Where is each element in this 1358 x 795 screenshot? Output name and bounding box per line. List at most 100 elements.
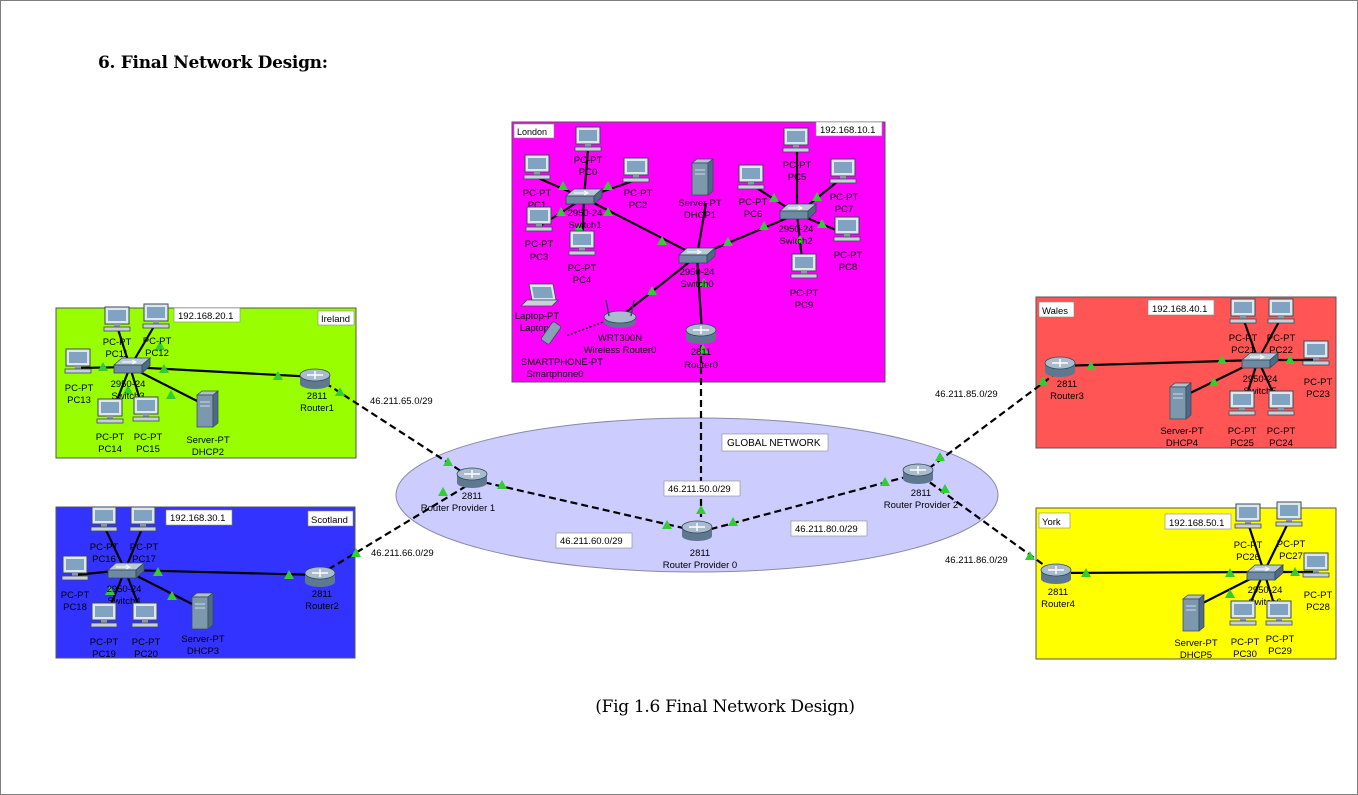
switch-3[interactable]: 2950-24 Switch3: [111, 357, 151, 402]
router-provider-1[interactable]: 2811 Router Provider 1: [421, 467, 495, 514]
server-dhcp2[interactable]: Server-PT DHCP2: [186, 390, 230, 458]
svg-text:PC25: PC25: [1230, 438, 1254, 449]
svg-text:Server-PT: Server-PT: [1174, 638, 1217, 649]
svg-text:PC-PT: PC-PT: [103, 337, 132, 348]
wireless-router-0[interactable]: WRT300N Wireless Router0: [584, 299, 657, 356]
switch-2[interactable]: 2950-24 Switch2: [779, 203, 817, 247]
svg-text:Wireless Router0: Wireless Router0: [584, 345, 657, 356]
pc-icon: [574, 126, 602, 152]
server-dhcp3[interactable]: Server-PT DHCP3: [181, 592, 225, 657]
router-provider-2[interactable]: 2811 Router Provider 2: [884, 463, 958, 511]
region-label-wales: Wales: [1042, 306, 1068, 317]
svg-text:Switch0: Switch0: [680, 279, 713, 290]
router-icon: [1044, 356, 1076, 378]
router-1[interactable]: 2811 Router1: [299, 368, 334, 414]
svg-text:PC-PT: PC-PT: [1234, 540, 1263, 551]
svg-text:PC21: PC21: [1231, 345, 1255, 356]
switch-5[interactable]: 2950-24 Switch5: [1241, 352, 1279, 397]
svg-text:Server-PT: Server-PT: [181, 634, 224, 645]
switch-4[interactable]: 2950-24 Switch4: [107, 562, 145, 607]
wireless-router-icon: [603, 299, 637, 328]
svg-text:Switch4: Switch4: [107, 596, 140, 607]
svg-text:PC23: PC23: [1306, 389, 1330, 400]
svg-text:PC20: PC20: [134, 649, 158, 660]
server-icon: [191, 592, 214, 630]
global-network-label: GLOBAL NETWORK: [727, 438, 821, 449]
router-2[interactable]: 2811 Router2: [304, 566, 339, 612]
pc-icon: [1302, 552, 1330, 578]
switch-0[interactable]: 2950-24 Switch0: [678, 247, 716, 290]
router-0[interactable]: 2811 Router0: [684, 323, 718, 371]
svg-text:PC8: PC8: [839, 262, 857, 273]
pc-icon: [1228, 390, 1256, 416]
subnet-label-scotland: 192.168.30.1: [170, 513, 225, 524]
subnet-label-london: 192.168.10.1: [820, 125, 875, 136]
server-dhcp5[interactable]: Server-PT DHCP5: [1174, 594, 1218, 661]
svg-text:Laptop-PT: Laptop-PT: [515, 311, 560, 322]
pc-icon: [1267, 298, 1295, 324]
svg-text:PC26: PC26: [1236, 552, 1260, 563]
svg-text:2950-24: 2950-24: [107, 584, 142, 595]
svg-text:Switch6: Switch6: [1248, 597, 1281, 608]
pc-icon: [1265, 600, 1293, 626]
smartphone-0[interactable]: SMARTPHONE-PT Smartphone0: [521, 321, 603, 380]
pc-icon: [96, 398, 124, 424]
router-3[interactable]: 2811 Router3: [1044, 356, 1084, 402]
router-icon: [685, 323, 717, 345]
switch-1[interactable]: 2950-24 Switch1: [565, 188, 603, 231]
wan-subnet-labels: 46.211.60.0/29 46.211.50.0/29 46.211.80.…: [370, 389, 1008, 566]
server-dhcp1[interactable]: Server-PT DHCP1: [678, 158, 722, 221]
svg-text:SMARTPHONE-PT: SMARTPHONE-PT: [521, 357, 603, 368]
router-4[interactable]: 2811 Router4: [1040, 563, 1075, 610]
wan-label-router1: 46.211.65.0/29: [370, 396, 433, 407]
switch-6[interactable]: 2950-24 Switch6: [1246, 564, 1284, 608]
router-icon: [1040, 563, 1072, 585]
svg-text:2950-24: 2950-24: [1248, 585, 1283, 596]
svg-text:2811: 2811: [690, 548, 710, 559]
switch-icon: [1246, 564, 1284, 581]
server-dhcp4[interactable]: Server-PT DHCP4: [1160, 382, 1204, 449]
svg-text:PC-PT: PC-PT: [90, 637, 119, 648]
svg-text:Router2: Router2: [305, 601, 339, 612]
pc-icon: [90, 506, 118, 532]
laptop-0[interactable]: Laptop-PT Laptop0: [515, 283, 560, 334]
svg-text:Router Provider 1: Router Provider 1: [421, 503, 495, 514]
switch-icon: [779, 203, 817, 220]
svg-text:WRT300N: WRT300N: [598, 333, 642, 344]
svg-text:PC-PT: PC-PT: [1304, 590, 1333, 601]
svg-text:PC-PT: PC-PT: [96, 432, 125, 443]
router-provider-0[interactable]: 2811 Router Provider 0: [663, 520, 737, 571]
switch-icon: [678, 247, 716, 264]
figure-caption: (Fig 1.6 Final Network Design): [595, 697, 855, 717]
